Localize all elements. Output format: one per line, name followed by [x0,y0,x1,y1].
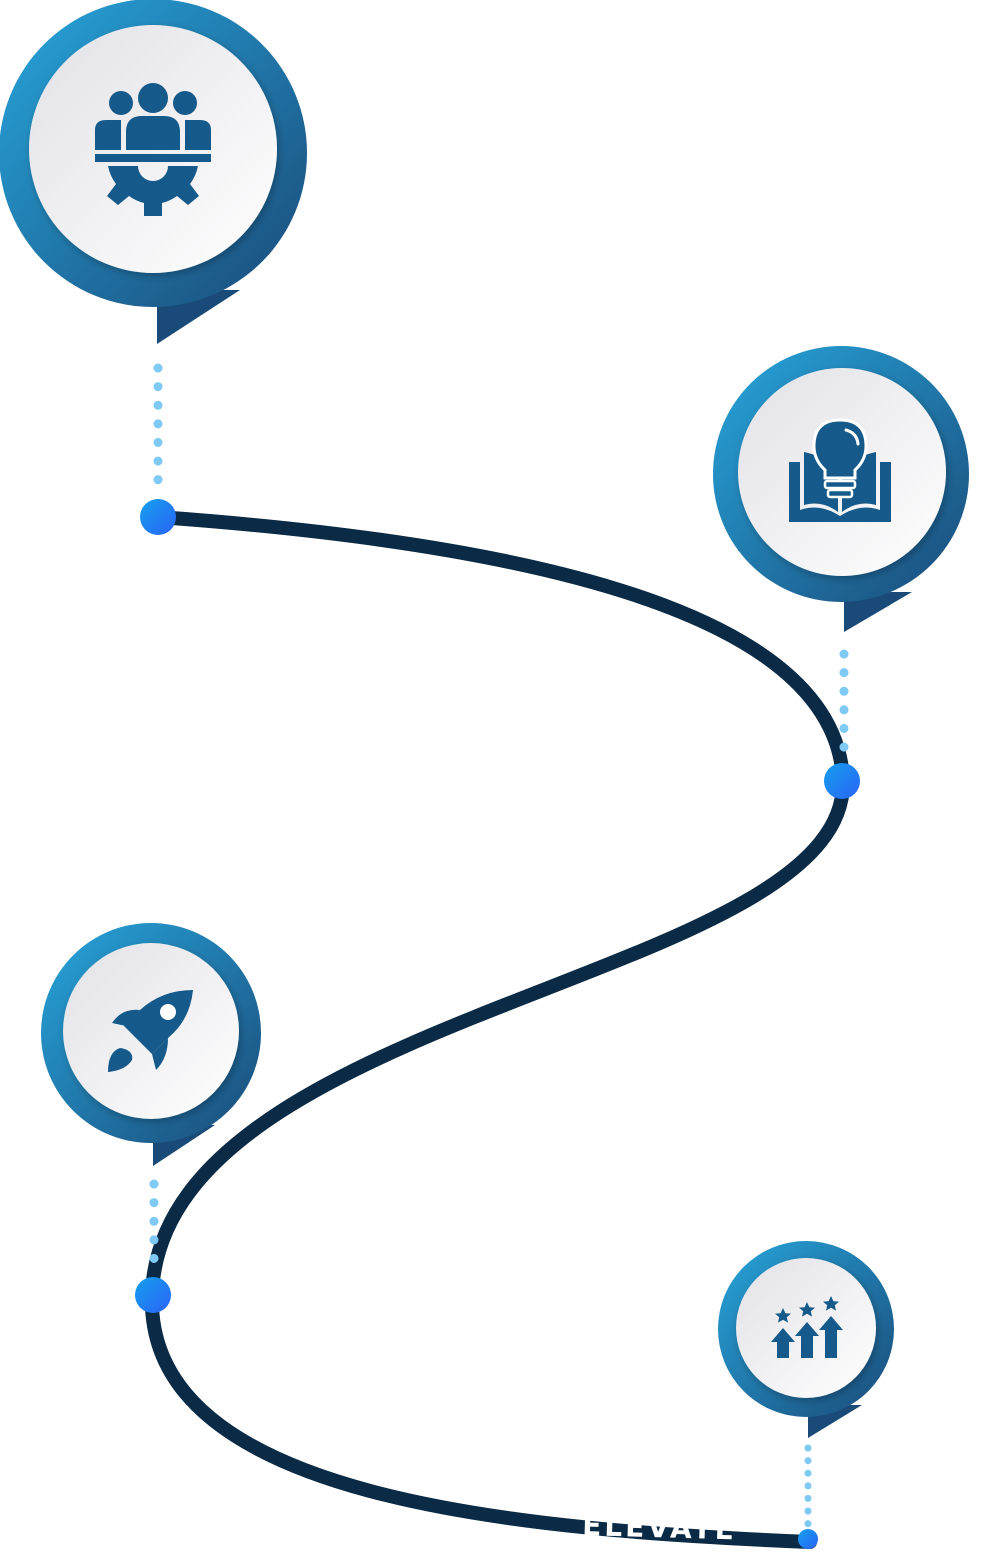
book-lightbulb-icon [789,418,891,522]
node-team [140,499,176,535]
pin-team [0,0,307,344]
connectors [149,363,849,1528]
pin-launch [41,923,261,1166]
rocket-icon [108,990,193,1072]
path-nodes [135,499,860,1549]
path-label-text: ELEVATE [582,1509,735,1546]
pin-growth [718,1241,894,1438]
growth-arrows-stars-icon [771,1296,843,1358]
pin-knowledge [713,346,969,632]
team-gear-icon [95,83,211,216]
journey-path [144,510,851,1549]
node-growth [798,1529,818,1549]
node-knowledge [824,763,860,799]
path-label: ELEVATE [582,1509,738,1546]
node-launch [135,1277,171,1313]
